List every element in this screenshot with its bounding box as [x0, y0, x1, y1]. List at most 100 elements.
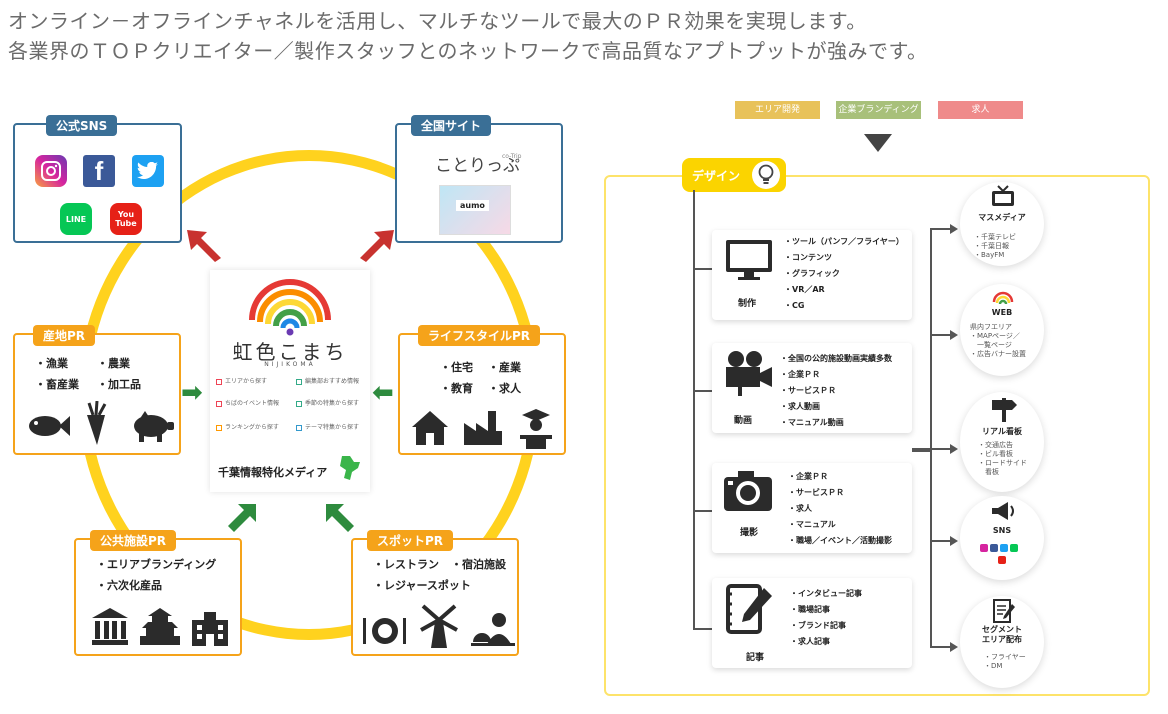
output-item: 県内フエリア [970, 323, 1012, 331]
output-segment-distribution: セグメント エリア配布 ・フライヤー ・DM [960, 596, 1044, 688]
green-arrow-left: ⬅ [372, 378, 394, 408]
aumo-logo: aumo [456, 200, 489, 211]
green-arrow-right: ➡ [181, 378, 203, 408]
card-item: ・ツール（パンフ／フライヤー） [784, 237, 904, 246]
lifestyle-pr-box: ライフスタイルPR ・住宅 ・産業 ・教育 ・求人 [398, 325, 566, 455]
twitter-icon [1000, 544, 1008, 552]
camera-icon [724, 471, 772, 511]
headline-2: 各業界のＴＯＰクリエイター／製作スタッフとのネットワークで高品質なアプトプットが… [8, 39, 928, 63]
output-item: 一覧ページ [970, 341, 1012, 349]
national-site-title: 全国サイト [411, 115, 492, 136]
card-item: ・VR／AR [784, 285, 825, 294]
top-tag-area: エリア開発 [735, 101, 820, 119]
twitter-icon [132, 155, 164, 187]
card-item: ・マニュアル動画 [780, 418, 844, 427]
sanchi-item: ・漁業 [35, 357, 68, 370]
menu-item[interactable]: ランキングから探す [216, 422, 279, 431]
sanchi-item: ・畜産業 [35, 378, 79, 391]
output-item: ・ロードサイド [978, 459, 1027, 467]
menu-item[interactable]: エリアから探す [216, 376, 267, 385]
output-real-signboard: リアル看板 ・交通広告 ・ビル看板 ・ロードサイド 看板 [960, 392, 1044, 492]
lifestyle-item: ・住宅 [440, 361, 473, 374]
card-item: ・求人 [788, 504, 812, 513]
movie-camera-icon [726, 351, 772, 396]
lightbulb-icon [752, 161, 780, 189]
card-item: ・マニュアル [788, 520, 836, 529]
output-mass-media: マスメディア ・千葉テレビ ・千葉日報 ・BayFM [960, 182, 1044, 266]
output-item: ・ビル看板 [978, 450, 1013, 458]
fish-icon [29, 416, 70, 436]
menu-item[interactable]: テーマ特集から探す [296, 422, 359, 431]
red-arrow-up-left [187, 230, 221, 262]
output-title: WEB [991, 308, 1013, 317]
notebook-pen-icon [726, 584, 772, 634]
headline-1: オンライン－オフラインチャネルを活用し、マルチなツールで最大のＰＲ効果を実現しま… [8, 9, 867, 33]
sanchi-pr-box: 産地PR ・漁業 ・農業 ・畜産業 ・加工品 [13, 325, 181, 455]
card-item: ・サービスＰＲ [780, 386, 836, 395]
output-title: セグメント [982, 625, 1022, 634]
output-item: ・DM [984, 662, 1003, 670]
menu-item[interactable]: ちばのイベント情報 [216, 398, 279, 407]
menu-item[interactable]: 季節の特集から探す [296, 398, 359, 407]
card-item: ・サービスＰＲ [788, 488, 844, 497]
lifestyle-item: ・教育 [440, 382, 473, 395]
concierge-icon [471, 613, 515, 646]
card-item: ・全国の公的施設動画実績多数 [780, 354, 892, 363]
card-item: ・求人動画 [780, 402, 820, 411]
building-icon [192, 612, 228, 646]
card-photo: 撮影 ・企業ＰＲ ・サービスＰＲ ・求人 ・マニュアル ・職場／イベント／活動撮… [712, 463, 912, 553]
card-article: 記事 ・インタビュー記事 ・職場記事 ・ブランド記事 ・求人記事 [712, 578, 912, 668]
carrot-icon [87, 401, 107, 445]
teacher-icon [520, 409, 552, 449]
spot-pr-title: スポットPR [367, 530, 454, 551]
spot-item: ・宿泊施設 [451, 558, 506, 571]
design-frame [604, 175, 1150, 696]
instagram-icon [980, 544, 988, 552]
sns-mini-icons [980, 544, 1018, 552]
public-facility-pr-box: 公共施設PR ・エリアブランディング ・六次化産品 [74, 530, 242, 656]
card-item: ・企業ＰＲ [788, 472, 828, 481]
youtube-icon [998, 556, 1006, 564]
card-label: 撮影 [740, 528, 759, 538]
card-video: 動画 ・全国の公的施設動画実績多数 ・企業ＰＲ ・サービスＰＲ ・求人動画 ・マ… [712, 343, 912, 433]
card-label: 記事 [746, 653, 765, 663]
menu-item[interactable]: 編集部おすすめ情報 [296, 376, 359, 385]
output-title: リアル看板 [982, 427, 1022, 436]
public-facility-pr-title: 公共施設PR [90, 530, 177, 551]
output-item: ・広告バナー設置 [970, 350, 1026, 358]
down-triangle-icon [864, 134, 892, 152]
media-label: 千葉情報特化メディア [218, 466, 328, 479]
document-pen-icon [993, 599, 1015, 623]
top-tag-branding: 企業ブランディング [836, 101, 921, 119]
rainbow-wifi-logo [249, 279, 331, 336]
monitor-icon [726, 240, 772, 280]
facebook-icon: f [83, 155, 115, 187]
card-item: ・職場記事 [790, 605, 830, 614]
card-item: ・コンテンツ [784, 253, 832, 262]
aumo-thumbnail: aumo [439, 185, 511, 235]
nijikomachi-sub: NIJIKOMA [264, 361, 316, 368]
card-item: ・ブランド記事 [790, 621, 846, 630]
output-item: ・交通広告 [978, 441, 1013, 449]
windmill-icon [420, 604, 458, 648]
red-arrow-up-right [360, 230, 394, 262]
card-item: ・グラフィック [784, 269, 840, 278]
signpost-icon [992, 398, 1017, 422]
nijikomachi-name: 虹色こまち [232, 340, 348, 364]
line-icon: LINE [60, 203, 92, 235]
sanchi-item: ・農業 [97, 357, 130, 370]
public-item: ・六次化産品 [96, 579, 162, 592]
sns-title: 公式SNS [46, 115, 118, 136]
card-item: ・CG [784, 301, 805, 310]
chiba-map-icon [340, 456, 360, 480]
output-web: WEB 県内フエリア ・MAPページ／ 一覧ページ ・広告バナー設置 [960, 284, 1044, 376]
cotrip-sub: co-Trip [502, 153, 522, 160]
green-arrow-up-right [228, 504, 256, 532]
tv-icon [992, 185, 1014, 206]
lifestyle-item: ・求人 [488, 382, 521, 395]
design-label: デザイン [692, 169, 741, 183]
card-item: ・企業ＰＲ [780, 370, 820, 379]
top-tag-recruit: 求人 [938, 101, 1023, 119]
castle-icon [140, 608, 180, 645]
